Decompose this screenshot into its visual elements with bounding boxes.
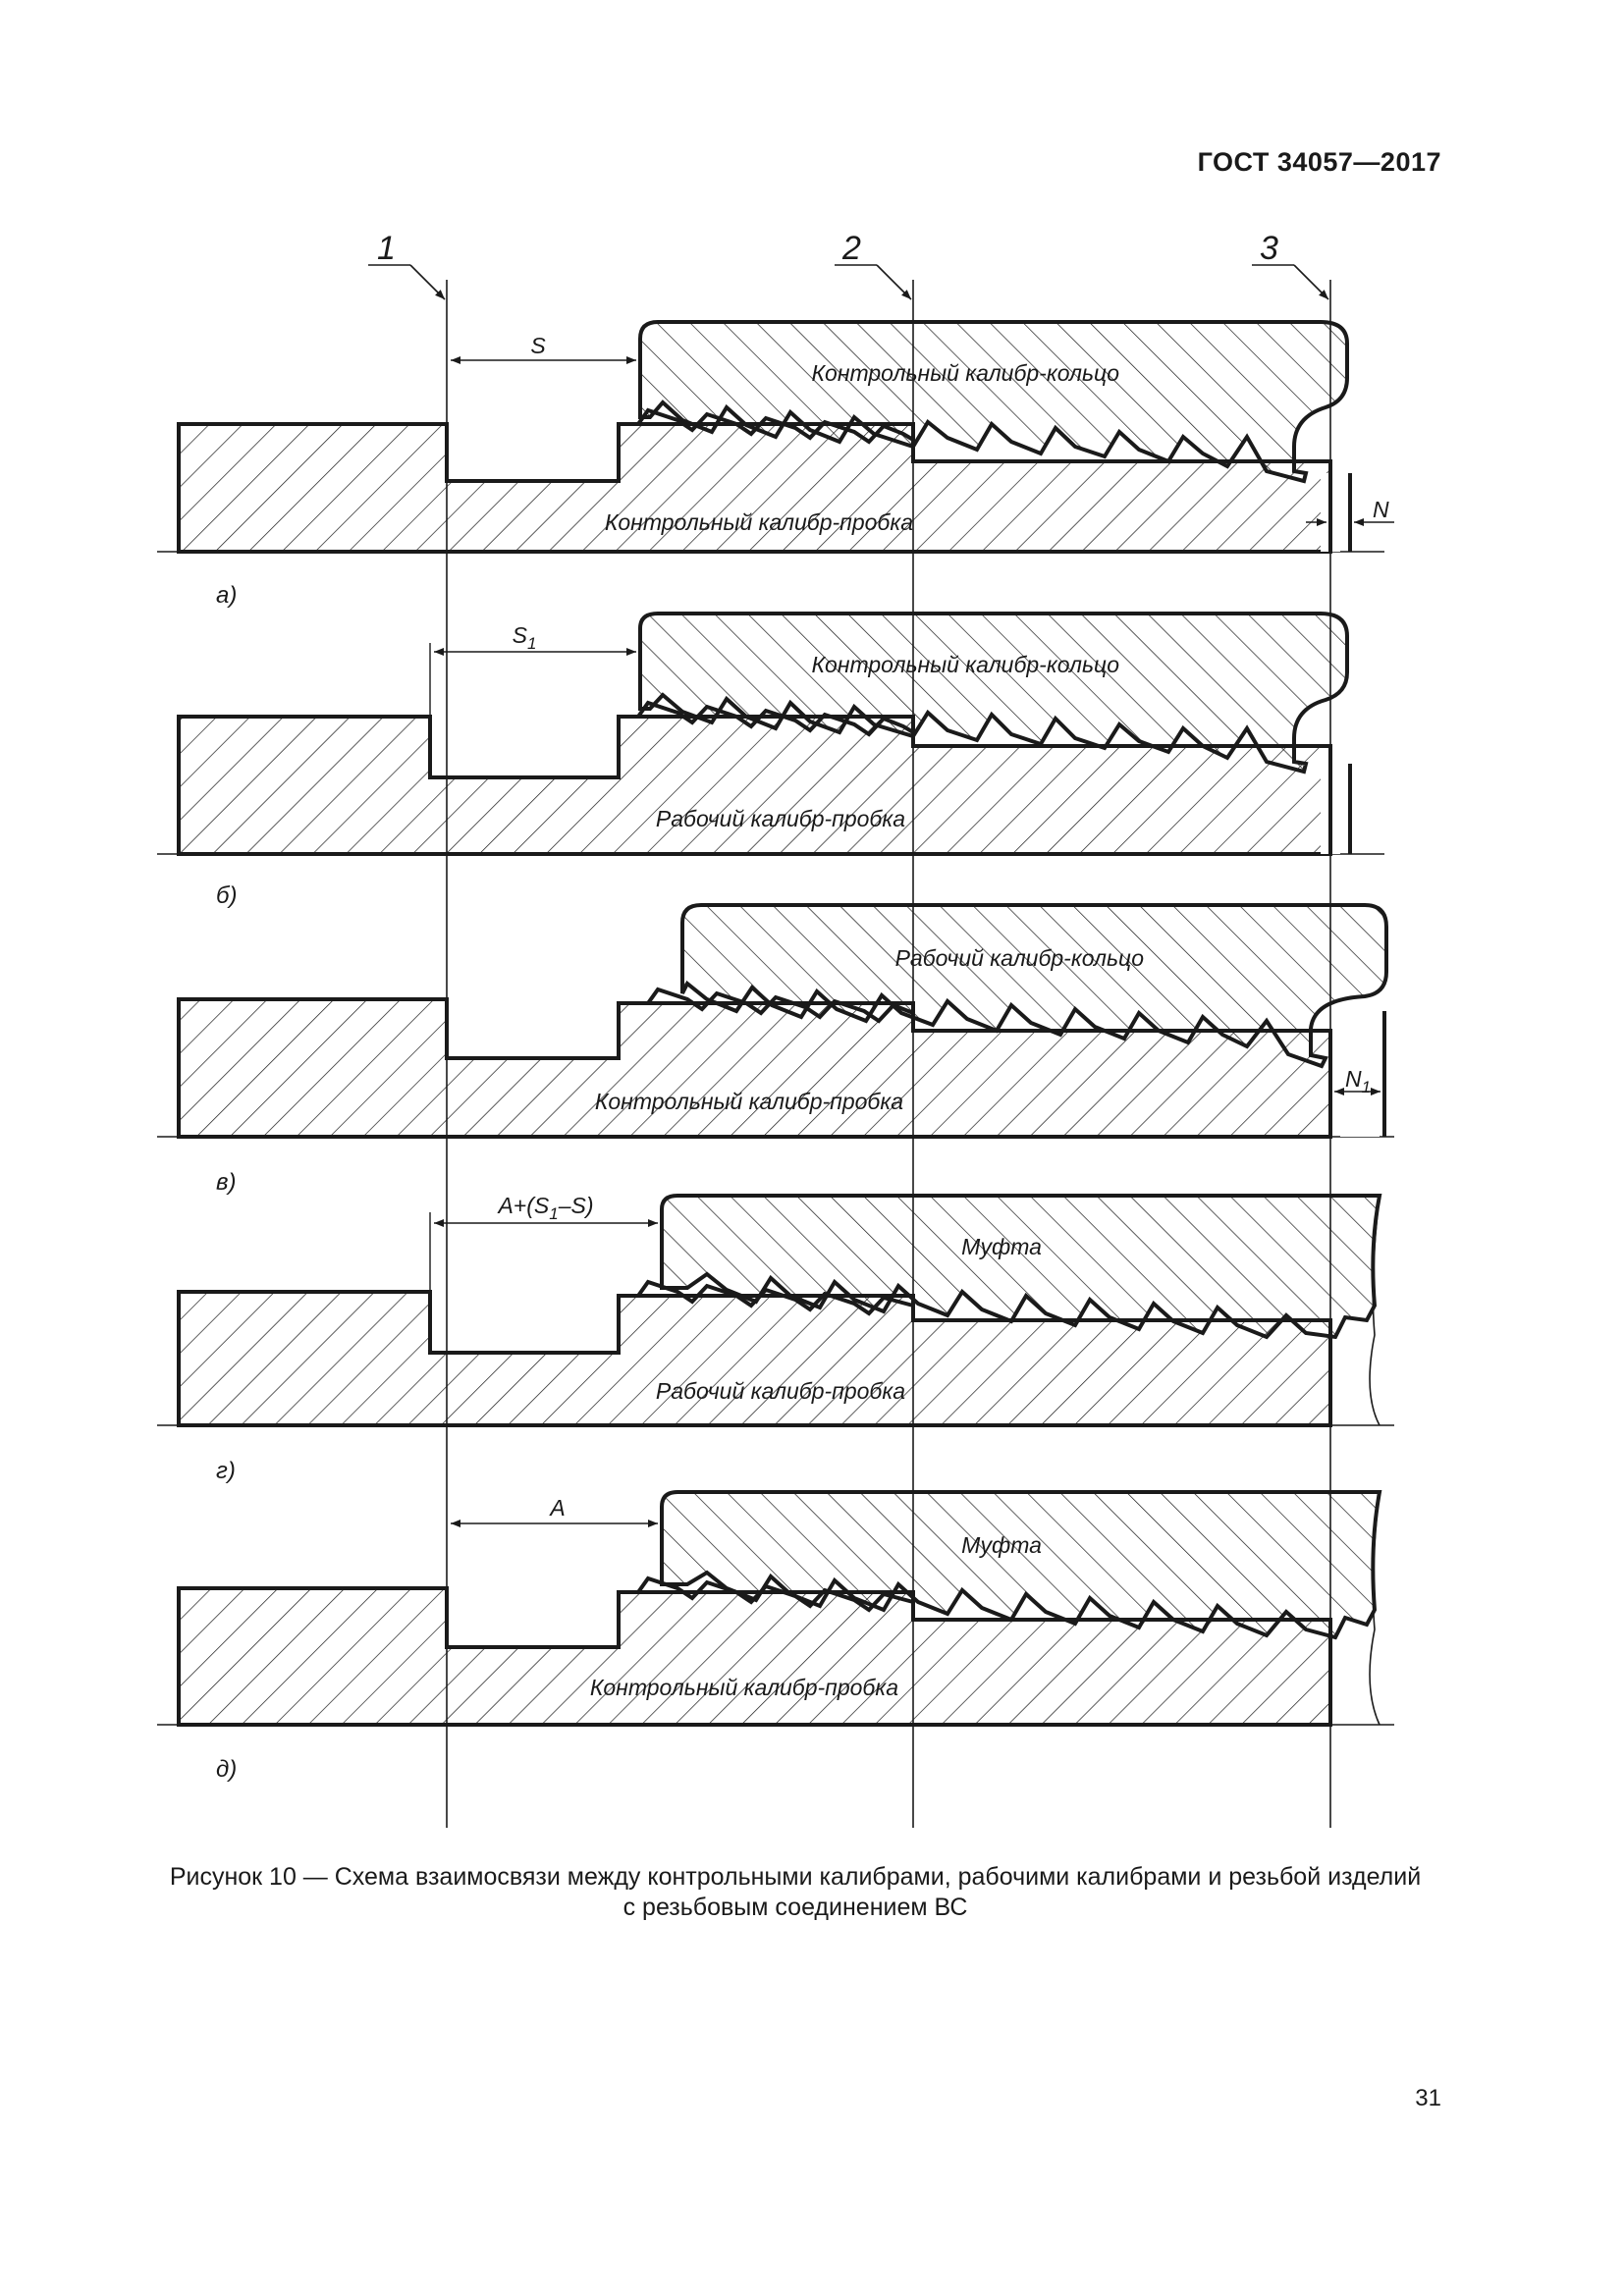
svg-text:Контрольный калибр-пробка: Контрольный калибр-пробка — [590, 1675, 898, 1700]
control-plug-gauge — [177, 1586, 1332, 1727]
svg-text:1: 1 — [377, 230, 396, 267]
svg-text:Муфта: Муфта — [961, 1532, 1042, 1558]
panel-v: Контрольный калибр-пробка Рабочий калибр… — [157, 903, 1394, 1196]
svg-text:Рабочий калибр-пробка: Рабочий калибр-пробка — [656, 1378, 905, 1404]
marker-2: 2 — [835, 230, 912, 300]
panel-a: Контрольный калибр-пробка Контрольный ка… — [157, 320, 1394, 609]
working-ring-gauge — [680, 903, 1388, 1069]
svg-text:N1: N1 — [1345, 1066, 1371, 1096]
svg-text:3: 3 — [1260, 230, 1278, 267]
page-number: 31 — [1415, 2085, 1441, 2111]
caption-line-1: Рисунок 10 — Схема взаимосвязи между кон… — [169, 1863, 1422, 1891]
panel-d: Контрольный калибр-пробка Муфта A д) — [157, 1490, 1394, 1783]
svg-text:A: A — [548, 1495, 565, 1521]
svg-text:Муфта: Муфта — [961, 1234, 1042, 1259]
standard-header: ГОСТ 34057—2017 — [1197, 147, 1441, 177]
figure-caption: Рисунок 10 — Схема взаимосвязи между кон… — [98, 1862, 1492, 1923]
svg-text:а): а) — [216, 582, 237, 609]
control-ring-gauge — [638, 320, 1349, 484]
svg-text:в): в) — [216, 1169, 237, 1196]
marker-1: 1 — [368, 230, 446, 300]
panel-g: Рабочий калибр-пробка Муфта A+(S1–S) г) — [157, 1193, 1394, 1484]
coupling — [660, 1194, 1382, 1340]
svg-text:Контрольный калибр-пробка: Контрольный калибр-пробка — [595, 1089, 903, 1114]
control-ring-gauge — [638, 612, 1349, 774]
svg-text:Контрольный калибр-кольцо: Контрольный калибр-кольцо — [811, 652, 1119, 677]
svg-text:Рабочий калибр-пробка: Рабочий калибр-пробка — [656, 806, 905, 831]
svg-text:S1: S1 — [513, 622, 537, 653]
caption-line-2: с резьбовым соединением ВС — [623, 1894, 968, 1921]
marker-3: 3 — [1252, 230, 1329, 300]
svg-text:Контрольный калибр-кольцо: Контрольный калибр-кольцо — [811, 360, 1119, 386]
svg-text:г): г) — [216, 1458, 236, 1484]
svg-text:N: N — [1373, 497, 1389, 522]
svg-text:б): б) — [216, 882, 238, 909]
svg-text:A+(S1–S): A+(S1–S) — [496, 1193, 593, 1223]
svg-text:S: S — [530, 333, 546, 358]
svg-text:Контрольный калибр-пробка: Контрольный калибр-пробка — [605, 509, 913, 535]
svg-text:Рабочий калибр-кольцо: Рабочий калибр-кольцо — [895, 945, 1145, 971]
panel-b: Рабочий калибр-пробка Контрольный калибр… — [157, 612, 1384, 909]
working-plug-gauge — [177, 1290, 1332, 1427]
svg-text:2: 2 — [841, 230, 861, 267]
svg-text:д): д) — [216, 1756, 237, 1783]
coupling — [660, 1490, 1382, 1640]
